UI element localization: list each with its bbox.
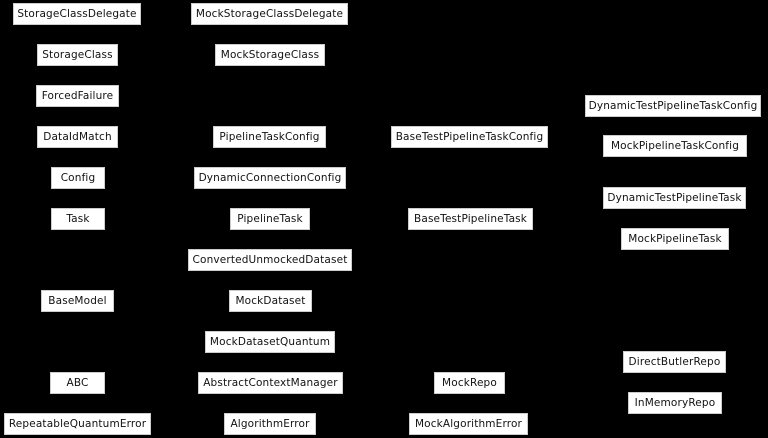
class-node[interactable]: AlgorithmError xyxy=(224,413,316,435)
class-node[interactable]: Config xyxy=(51,167,105,189)
class-node[interactable]: InMemoryRepo xyxy=(628,392,722,414)
class-node[interactable]: MockDatasetQuantum xyxy=(205,331,335,353)
class-node[interactable]: MockDataset xyxy=(229,290,312,312)
class-node[interactable]: MockAlgorithmError xyxy=(409,413,528,435)
class-node[interactable]: StorageClassDelegate xyxy=(13,3,141,25)
class-node[interactable]: AbstractContextManager xyxy=(198,372,343,394)
class-node[interactable]: ForcedFailure xyxy=(36,85,119,107)
class-node[interactable]: DynamicConnectionConfig xyxy=(194,167,346,189)
class-node[interactable]: MockPipelineTaskConfig xyxy=(603,135,747,157)
class-node[interactable]: Task xyxy=(51,208,105,230)
class-node[interactable]: DynamicTestPipelineTask xyxy=(603,187,746,209)
class-node[interactable]: MockStorageClass xyxy=(215,44,325,66)
class-node[interactable]: BaseModel xyxy=(41,290,114,312)
class-node[interactable]: MockStorageClassDelegate xyxy=(191,3,348,25)
class-node[interactable]: DynamicTestPipelineTaskConfig xyxy=(585,95,761,117)
class-node[interactable]: DirectButlerRepo xyxy=(623,351,726,373)
class-node[interactable]: StorageClass xyxy=(37,44,118,66)
class-node[interactable]: MockRepo xyxy=(434,372,505,394)
class-node[interactable]: RepeatableQuantumError xyxy=(4,413,151,435)
class-node[interactable]: ABC xyxy=(50,372,105,394)
class-node[interactable]: PipelineTaskConfig xyxy=(213,126,326,148)
class-node[interactable]: MockPipelineTask xyxy=(621,228,729,250)
class-node[interactable]: BaseTestPipelineTaskConfig xyxy=(391,126,548,148)
class-node[interactable]: ConvertedUnmockedDataset xyxy=(188,249,352,271)
class-node[interactable]: BaseTestPipelineTask xyxy=(408,208,533,230)
class-node[interactable]: DataIdMatch xyxy=(37,126,118,148)
class-node[interactable]: PipelineTask xyxy=(230,208,310,230)
